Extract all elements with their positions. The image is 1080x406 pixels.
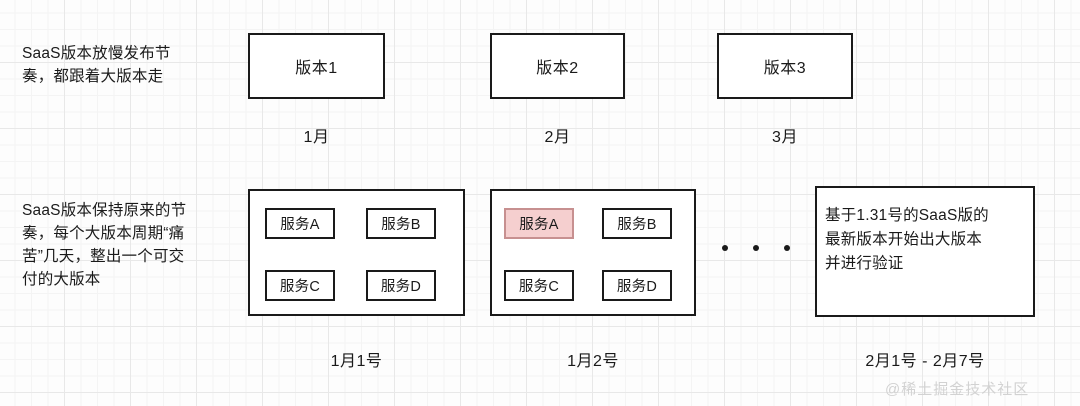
version-box-2[interactable]: 版本2 <box>490 33 625 99</box>
service-group-1: 服务A 服务B 服务C 服务D <box>248 189 465 316</box>
service-group-2: 服务A 服务B 服务C 服务D <box>490 189 696 316</box>
version-box-3[interactable]: 版本3 <box>717 33 853 99</box>
service-box-b[interactable]: 服务B <box>366 208 436 239</box>
service-group-2-caption: 1月2号 <box>567 353 619 370</box>
service-box-b[interactable]: 服务B <box>602 208 672 239</box>
service-box-d[interactable]: 服务D <box>366 270 436 301</box>
version-caption-3: 3月 <box>772 129 798 146</box>
version-caption-2: 2月 <box>544 129 571 146</box>
service-box-a-highlighted[interactable]: 服务A <box>504 208 574 239</box>
annotation-bottom-note: SaaS版本保持原来的节 奏，每个大版本周期“痛 苦”几天，整出一个可交 付的大… <box>22 202 187 288</box>
ellipsis-icon <box>722 245 790 251</box>
major-version-note-box: 基于1.31号的SaaS版的 最新版本开始出大版本 并进行验证 <box>815 186 1035 317</box>
service-box-c[interactable]: 服务C <box>265 270 335 301</box>
version-box-1[interactable]: 版本1 <box>248 33 385 99</box>
annotation-top-note: SaaS版本放慢发布节 奏，都跟着大版本走 <box>22 45 171 85</box>
version-caption-1: 1月 <box>303 129 330 146</box>
major-version-caption: 2月1号 - 2月7号 <box>865 353 985 370</box>
service-group-1-caption: 1月1号 <box>330 353 383 370</box>
service-box-d[interactable]: 服务D <box>602 270 672 301</box>
service-box-c[interactable]: 服务C <box>504 270 574 301</box>
watermark: @稀土掘金技术社区 <box>885 381 1030 398</box>
service-box-a[interactable]: 服务A <box>265 208 335 239</box>
